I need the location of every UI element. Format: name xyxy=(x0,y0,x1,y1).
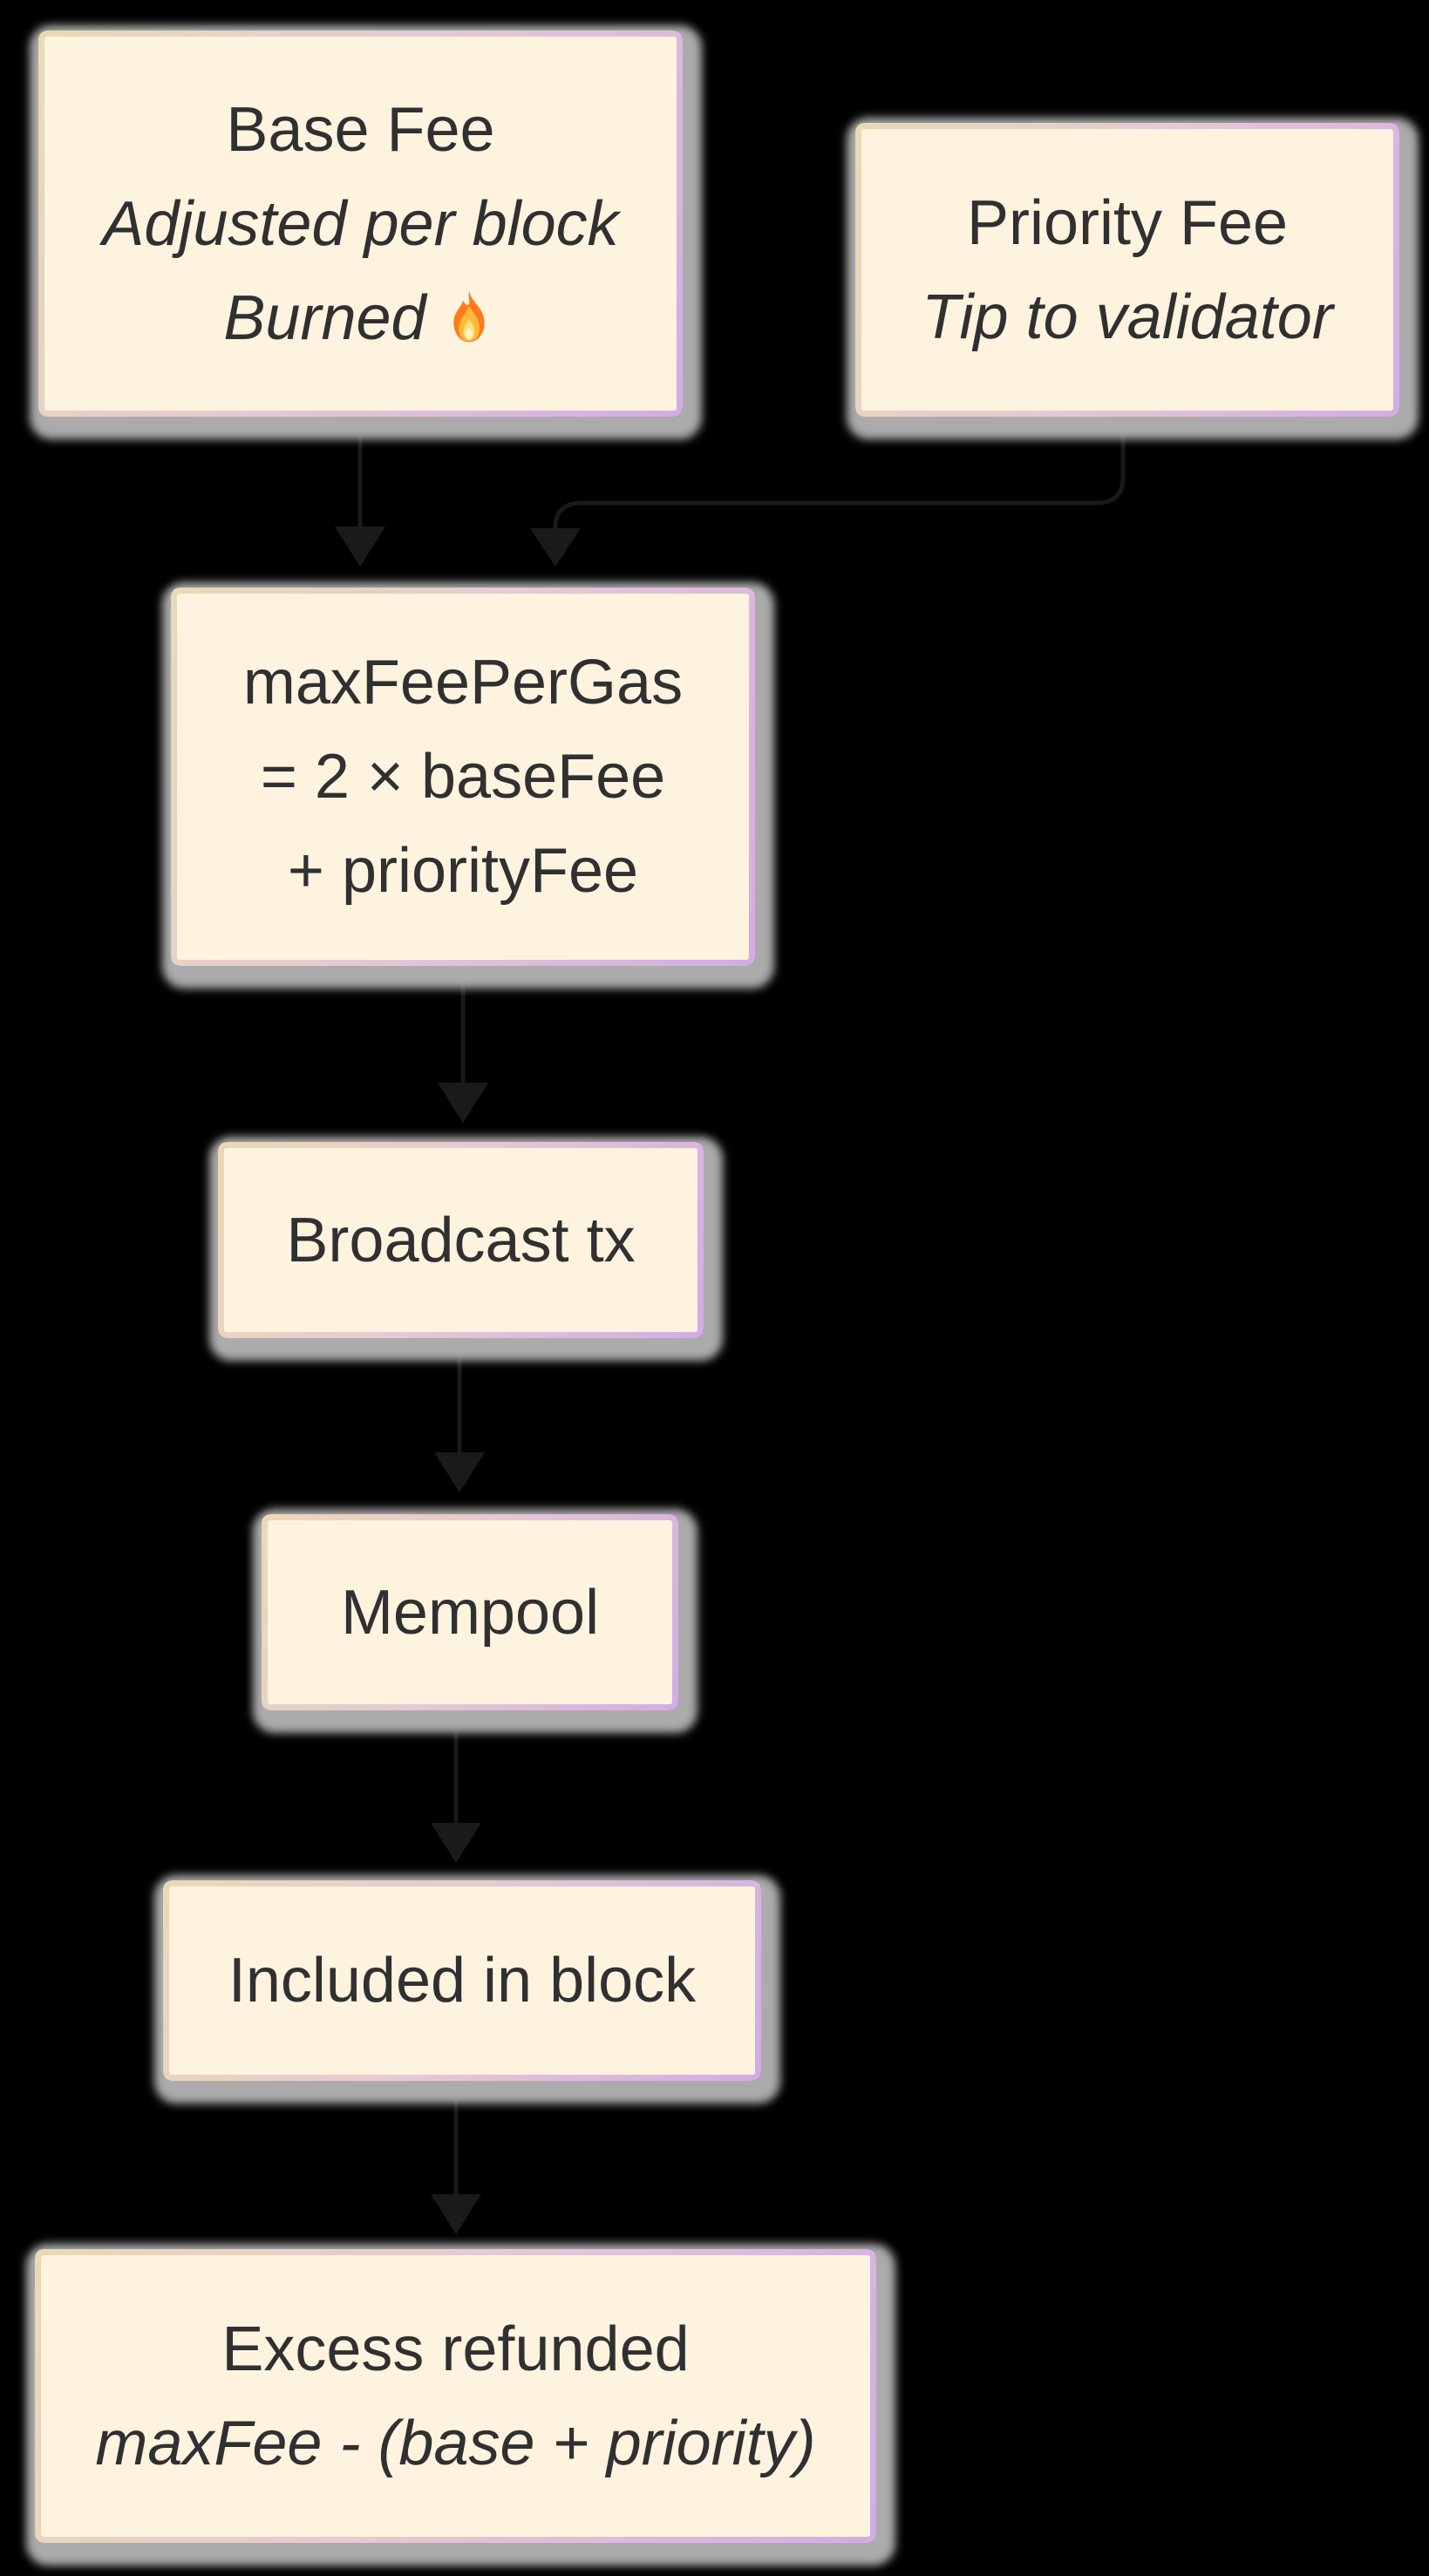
node-mempool-label: Mempool xyxy=(340,1577,600,1648)
node-max-fee-per-gas: maxFeePerGas = 2 × baseFee + priorityFee xyxy=(171,588,755,966)
node-base-fee-burned-line: Burned xyxy=(223,271,497,365)
node-maxfee-line-1: maxFeePerGas xyxy=(242,648,684,717)
node-priority-fee-subtitle: Tip to validator xyxy=(922,282,1333,352)
node-mempool: Mempool xyxy=(262,1514,678,1710)
node-base-fee-title: Base Fee xyxy=(226,94,495,165)
arrowhead-included-to-excess xyxy=(431,2194,481,2234)
arrowhead-maxfee-to-broadcast xyxy=(438,1083,488,1123)
node-priority-fee: Priority Fee Tip to validator xyxy=(855,123,1399,417)
node-broadcast-tx: Broadcast tx xyxy=(218,1142,704,1338)
node-base-fee: Base Fee Adjusted per block Burned xyxy=(38,31,683,417)
node-priority-fee-title: Priority Fee xyxy=(966,187,1289,258)
fire-icon xyxy=(453,290,485,342)
arrowhead-priority-fee-to-maxfee xyxy=(530,528,581,567)
node-maxfee-line-2: = 2 × baseFee xyxy=(260,742,666,812)
node-excess-refunded: Excess refunded maxFee - (base + priorit… xyxy=(35,2249,876,2543)
node-included-in-block-label: Included in block xyxy=(228,1946,697,2015)
node-excess-refunded-title: Excess refunded xyxy=(221,2314,690,2384)
node-broadcast-tx-label: Broadcast tx xyxy=(286,1205,636,1275)
connector-priority-fee-to-maxfee xyxy=(553,417,1126,529)
arrowhead-base-fee-to-maxfee xyxy=(335,527,385,567)
node-base-fee-burned-label: Burned xyxy=(223,282,426,353)
node-included-in-block: Included in block xyxy=(163,1880,761,2081)
node-base-fee-subtitle: Adjusted per block xyxy=(102,188,619,259)
node-maxfee-line-3: + priorityFee xyxy=(287,836,639,906)
arrowhead-broadcast-to-mempool xyxy=(434,1452,485,1492)
arrowhead-mempool-to-included xyxy=(431,1823,481,1863)
node-excess-refunded-formula: maxFee - (base + priority) xyxy=(95,2408,816,2478)
